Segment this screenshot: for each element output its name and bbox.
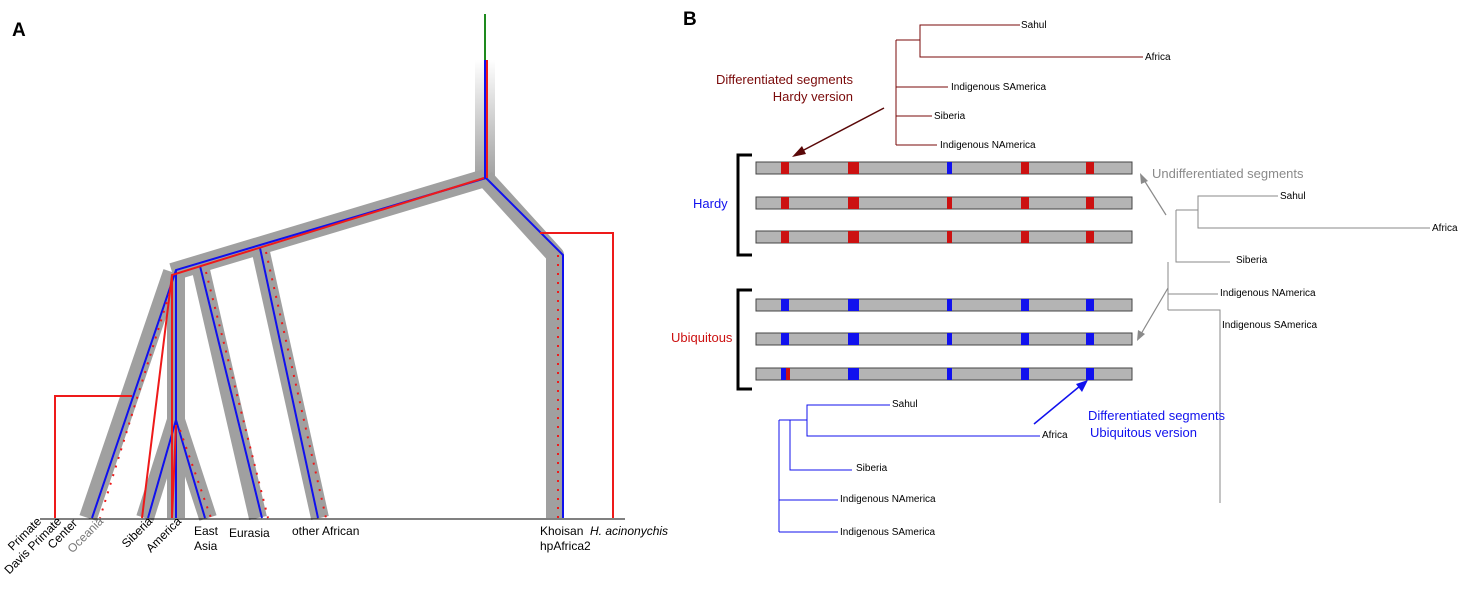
grey-tree: Sahul Africa Siberia Indigenous NAmerica… [1167, 191, 1458, 503]
diff-hardy-caption-2: Hardy version [773, 89, 853, 104]
ubiquitous-label: Ubiquitous [671, 330, 733, 345]
ubiquitous-bar-2 [755, 332, 1133, 346]
hardy-bracket [736, 153, 752, 257]
hardy-bars [755, 161, 1133, 244]
diff-ubiq-caption-1: Differentiated segments [1088, 408, 1226, 423]
blue-tree-africa: Africa [1042, 430, 1068, 441]
blue-tree: Sahul Africa Siberia Indigenous NAmerica… [778, 399, 1068, 538]
blue-tree-indigenous-samerica: Indigenous SAmerica [840, 527, 935, 538]
red-tree: Sahul Africa Indigenous SAmerica Siberia… [895, 20, 1171, 151]
ubiquitous-bar-3 [755, 367, 1133, 381]
east-asia-label-2: Asia [194, 539, 218, 553]
diff-hardy-caption-1: Differentiated segments [716, 72, 854, 87]
panel-b-letter: B [683, 9, 697, 30]
panel-a-letter: A [12, 20, 26, 41]
grey-tree-sahul: Sahul [1280, 191, 1306, 202]
undiff-caption: Undifferentiated segments [1152, 166, 1304, 181]
khoisan-label: Khoisan [540, 524, 583, 538]
diff-ubiq-caption-2: Ubiquitous version [1090, 425, 1197, 440]
hardy-bar-2 [755, 196, 1133, 210]
hardy-bar-3 [755, 230, 1133, 244]
panel-a-tree [40, 14, 625, 521]
red-tree-siberia: Siberia [934, 111, 966, 122]
blue-tree-siberia: Siberia [856, 463, 888, 474]
panel-a-labels: Primate Davis Primate Center Oceania Sib… [1, 514, 668, 577]
undiff-arrows [1137, 173, 1169, 341]
ubiquitous-bar-1 [755, 298, 1133, 312]
h-acinonychis-label: H. acinonychis [590, 524, 668, 538]
ubiquitous-bracket [736, 288, 752, 391]
hpafrica2-label: hpAfrica2 [540, 539, 591, 553]
blue-tree-sahul: Sahul [892, 399, 918, 410]
grey-tree-indigenous-samerica: Indigenous SAmerica [1222, 320, 1317, 331]
diff-ubiq-arrow [1033, 380, 1088, 425]
red-tree-indigenous-samerica: Indigenous SAmerica [951, 82, 1046, 93]
hardy-label: Hardy [693, 196, 728, 211]
other-african-label: other African [292, 524, 359, 538]
grey-tree-siberia: Siberia [1236, 255, 1268, 266]
red-tree-sahul: Sahul [1021, 20, 1047, 31]
hardy-bar-1 [755, 161, 1133, 175]
red-tree-africa: Africa [1145, 52, 1171, 63]
blue-tree-indigenous-namerica: Indigenous NAmerica [840, 494, 936, 505]
red-lineages [54, 60, 614, 519]
diff-hardy-arrow [792, 107, 885, 157]
east-asia-label-1: East [194, 524, 219, 538]
red-tree-indigenous-namerica: Indigenous NAmerica [940, 140, 1036, 151]
grey-tree-africa: Africa [1432, 223, 1458, 234]
red-dotted-lineages [99, 251, 559, 519]
ubiquitous-bars [755, 298, 1133, 381]
eurasia-label: Eurasia [229, 526, 270, 540]
grey-tree-indigenous-namerica: Indigenous NAmerica [1220, 288, 1316, 299]
